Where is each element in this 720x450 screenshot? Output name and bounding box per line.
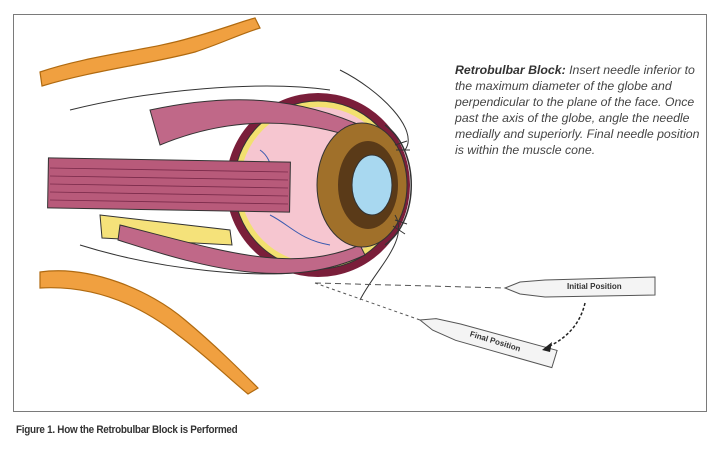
rectus-muscle: [47, 157, 291, 213]
needle-initial-position: Initial Position: [503, 276, 656, 298]
description-body: Insert needle inferior to the maximum di…: [455, 63, 700, 157]
retrobulbar-description: Retrobulbar Block: Insert needle inferio…: [455, 62, 700, 158]
description-heading: Retrobulbar Block:: [455, 63, 566, 77]
curved-arrow-icon: [544, 302, 586, 349]
inferior-muscle: [117, 224, 366, 274]
figure-caption: Figure 1. How the Retrobulbar Block is P…: [16, 424, 238, 436]
initial-position-label: Initial Position: [567, 282, 622, 291]
needle-final-position: Final Position: [418, 318, 558, 369]
upper-orbital-bone: [39, 17, 261, 87]
lower-orbital-bone: [39, 270, 259, 395]
cornea: [384, 124, 412, 246]
lens: [351, 154, 393, 216]
